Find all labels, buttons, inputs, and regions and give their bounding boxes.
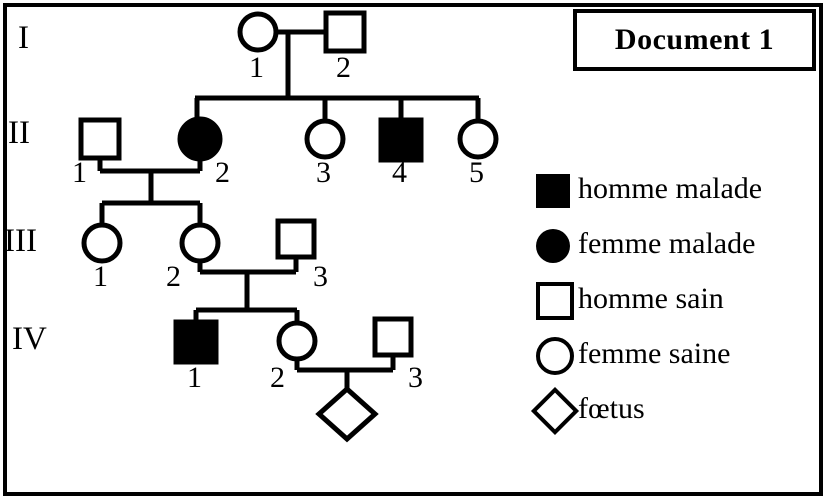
individual-IV-1-square-filled[interactable] [173,319,219,365]
legend-item-homme-sain: homme sain [536,273,821,328]
individual-I-2-square-open[interactable] [323,10,367,54]
individual-II-5-circle-open[interactable] [457,118,499,160]
individual-III-2-circle-open[interactable] [179,222,221,264]
legend-label-femme-malade: femme malade [578,227,756,260]
individual-III-3-square-open[interactable] [275,218,317,260]
legend-circle-open-icon [536,335,578,377]
individual-number-III-2: 2 [166,260,181,293]
document-border [3,3,823,496]
individual-number-IV-1: 1 [187,361,202,394]
individual-III-1-circle-open[interactable] [81,222,123,264]
individual-number-I-1: 1 [249,51,264,84]
legend-label-femme-saine: femme saine [578,337,731,370]
legend-item-homme-malade: homme malade [536,163,821,218]
generation-label-II: II [8,115,30,151]
individual-number-II-4: 4 [392,156,407,189]
individual-number-II-2: 2 [215,156,230,189]
individual-number-II-3: 3 [316,156,331,189]
individual-II-1-square-open[interactable] [78,117,122,161]
legend: homme malade femme malade homme sain fem… [530,163,821,438]
legend-item-femme-saine: femme saine [536,328,821,383]
individual-number-II-5: 5 [469,156,484,189]
legend-square-open-icon [536,280,578,322]
individual-IV-2-circle-open[interactable] [276,320,318,362]
legend-label-foetus: fœtus [578,392,645,425]
individual-II-4-square-filled[interactable] [378,117,424,163]
individual-I-1-circle-open[interactable] [237,11,279,53]
legend-square-filled-icon [536,170,578,212]
individual-number-II-1: 1 [72,156,87,189]
legend-item-foetus: fœtus [530,383,821,438]
legend-circle-filled-icon [536,225,578,267]
generation-label-IV: IV [12,321,47,357]
individual-number-III-1: 1 [93,260,108,293]
individual-number-III-3: 3 [313,260,328,293]
generation-label-III: III [4,223,37,259]
individual-IV-3-square-open[interactable] [372,316,414,358]
generation-label-I: I [18,20,29,56]
legend-diamond-open-icon [530,386,580,435]
page-title: Document 1 [614,23,775,56]
document-title-box: Document 1 [573,9,816,71]
individual-number-IV-2: 2 [270,361,285,394]
legend-label-homme-sain: homme sain [578,282,724,315]
individual-foetus-diamond-open[interactable] [315,385,379,443]
individual-II-3-circle-open[interactable] [304,118,346,160]
individual-number-IV-3: 3 [408,361,423,394]
legend-label-homme-malade: homme malade [578,172,763,205]
individual-II-2-circle-filled[interactable] [177,116,223,162]
individual-symbols [78,10,499,443]
individual-number-I-2: 2 [336,51,351,84]
legend-item-femme-malade: femme malade [536,218,821,273]
